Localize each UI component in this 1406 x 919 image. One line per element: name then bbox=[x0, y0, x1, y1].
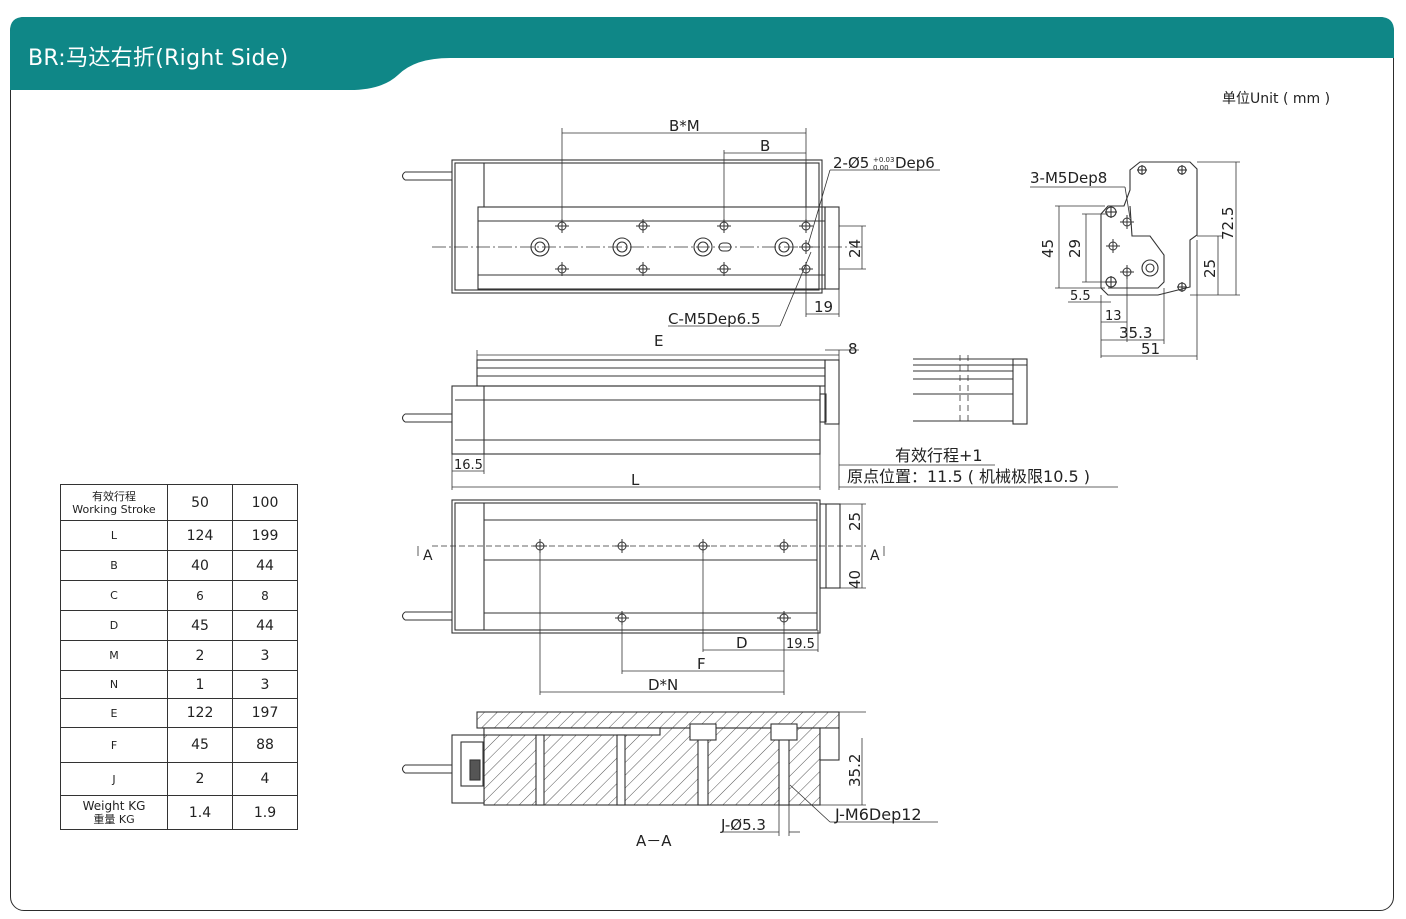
row-value: 122 bbox=[167, 698, 233, 728]
table-row: C 6 8 bbox=[60, 580, 298, 611]
row-value: 1 bbox=[167, 670, 233, 699]
dim-72-5-label: 72.5 bbox=[1219, 207, 1237, 240]
dim-35-3-label: 35.3 bbox=[1119, 324, 1152, 342]
dim-24-label: 24 bbox=[846, 239, 864, 258]
row-value: 124 bbox=[167, 520, 233, 551]
stroke-note: 有效行程+1 bbox=[895, 446, 983, 465]
top-view bbox=[401, 128, 940, 327]
row-value: 40 bbox=[167, 550, 233, 581]
thread-note-j: J-M6Dep12 bbox=[834, 805, 922, 824]
stroke-50-cell: 50 bbox=[167, 484, 233, 521]
stroke-header-cell: 有效行程 Working Stroke bbox=[60, 484, 168, 521]
side-view bbox=[401, 349, 1118, 490]
bottom-view bbox=[401, 499, 885, 695]
row-value: 4 bbox=[232, 762, 298, 796]
dim-51-label: 51 bbox=[1141, 340, 1160, 358]
dim-35-2-label: 35.2 bbox=[846, 754, 864, 787]
row-value: 88 bbox=[232, 727, 298, 763]
row-value: 3 bbox=[232, 640, 298, 671]
end-view bbox=[1030, 161, 1240, 360]
weight-label-cn: 重量 KG bbox=[93, 812, 135, 826]
dim-40-label: 40 bbox=[846, 570, 864, 589]
dim-16-5-label: 16.5 bbox=[454, 458, 483, 473]
stroke-header-cn: 有效行程 bbox=[92, 489, 136, 503]
row-label: J bbox=[60, 762, 168, 796]
row-value: 45 bbox=[167, 610, 233, 641]
dim-bm-label: B*M bbox=[669, 117, 700, 135]
weight-50-cell: 1.4 bbox=[167, 795, 233, 830]
dim-19-5-label: 19.5 bbox=[786, 637, 815, 652]
thread-note-c: C-M5Dep6.5 bbox=[668, 310, 761, 328]
weight-label-cell: Weight KG 重量 KG bbox=[60, 795, 168, 830]
section-mark-left: A bbox=[423, 548, 433, 564]
weight-label-en: Weight KG bbox=[82, 798, 146, 813]
row-label: E bbox=[60, 698, 168, 728]
row-label: N bbox=[60, 670, 168, 699]
hole-tol-upper: +0.03 bbox=[873, 156, 894, 164]
row-label: F bbox=[60, 727, 168, 763]
page-title: BR:马达右折(Right Side) bbox=[28, 46, 289, 71]
unit-note: 单位Unit ( mm ) bbox=[1222, 91, 1331, 107]
row-value: 45 bbox=[167, 727, 233, 763]
dim-d-label: D bbox=[736, 634, 748, 652]
title-band bbox=[10, 17, 1394, 90]
table-footer-row: Weight KG 重量 KG 1.4 1.9 bbox=[60, 795, 298, 830]
row-label: M bbox=[60, 640, 168, 671]
dim-dn-label: D*N bbox=[648, 676, 678, 694]
dim-25-bottom-label: 25 bbox=[846, 512, 864, 531]
dim-f-label: F bbox=[697, 655, 706, 673]
row-value: 2 bbox=[167, 640, 233, 671]
section-mark-right: A bbox=[870, 548, 880, 564]
hole-note-prefix: 2-Ø5 bbox=[833, 154, 869, 172]
row-label: D bbox=[60, 610, 168, 641]
dim-5-5-label: 5.5 bbox=[1070, 289, 1091, 304]
hole-tol-lower: 0.00 bbox=[873, 164, 889, 172]
table-row: N 1 3 bbox=[60, 670, 298, 699]
row-value: 3 bbox=[232, 670, 298, 699]
table-row: B 40 44 bbox=[60, 550, 298, 581]
dim-25-end-label: 25 bbox=[1201, 259, 1219, 278]
section-view bbox=[401, 711, 938, 836]
dim-l-label: L bbox=[631, 471, 640, 489]
table-row: J 2 4 bbox=[60, 762, 298, 796]
row-label: C bbox=[60, 580, 168, 611]
stroke-100-cell: 100 bbox=[232, 484, 298, 521]
table-row: D 45 44 bbox=[60, 610, 298, 641]
row-value: 8 bbox=[232, 580, 298, 611]
hole-note-suffix: Dep6 bbox=[895, 154, 935, 172]
row-value: 44 bbox=[232, 610, 298, 641]
row-value: 2 bbox=[167, 762, 233, 796]
table-row: L 124 199 bbox=[60, 520, 298, 551]
dim-13-label: 13 bbox=[1105, 309, 1122, 324]
table-row: M 2 3 bbox=[60, 640, 298, 671]
row-value: 199 bbox=[232, 520, 298, 551]
dim-29-label: 29 bbox=[1066, 239, 1084, 258]
spec-table: 有效行程 Working Stroke 50 100 L 124 199 B 4… bbox=[60, 484, 298, 830]
dim-b-label: B bbox=[760, 137, 770, 155]
weight-100-cell: 1.9 bbox=[232, 795, 298, 830]
thread-note-3m5: 3-M5Dep8 bbox=[1030, 169, 1107, 187]
table-row: E 122 197 bbox=[60, 698, 298, 728]
section-label: A－A bbox=[636, 832, 672, 850]
row-value: 6 bbox=[167, 580, 233, 611]
origin-note: 原点位置：11.5 ( 机械极限10.5 ) bbox=[847, 467, 1090, 486]
dim-45-label: 45 bbox=[1039, 239, 1057, 258]
dim-8-label: 8 bbox=[848, 340, 858, 358]
dim-e-label: E bbox=[654, 332, 663, 350]
hole-note-j: J-Ø5.3 bbox=[720, 816, 766, 834]
stroke-header-en: Working Stroke bbox=[72, 502, 156, 516]
row-label: B bbox=[60, 550, 168, 581]
dim-19-label: 19 bbox=[814, 298, 833, 316]
table-header-row: 有效行程 Working Stroke 50 100 bbox=[60, 484, 298, 521]
row-label: L bbox=[60, 520, 168, 551]
row-value: 197 bbox=[232, 698, 298, 728]
table-row: F 45 88 bbox=[60, 727, 298, 763]
row-value: 44 bbox=[232, 550, 298, 581]
